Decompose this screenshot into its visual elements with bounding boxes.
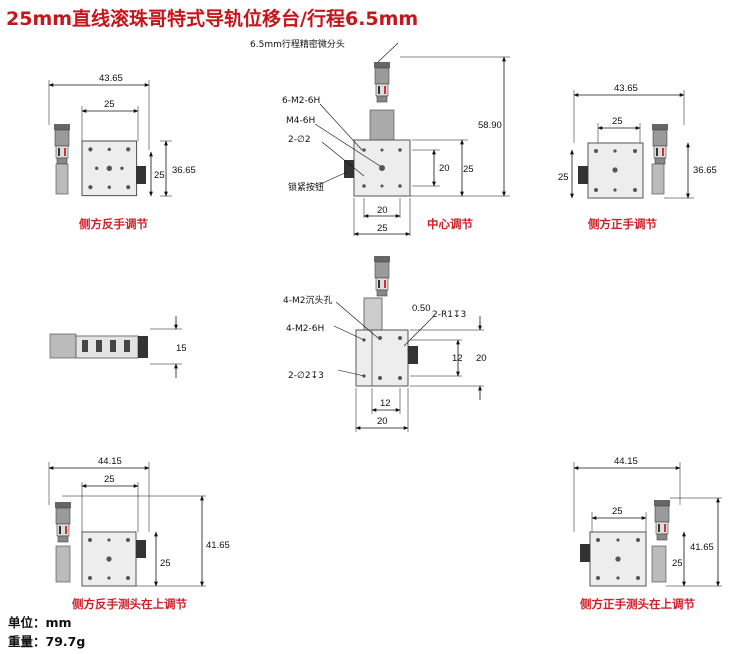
view-top-right: 43.65 25 25 36.65 侧方正手调节 [558, 83, 717, 231]
dim-br-inner: 25 [612, 506, 623, 517]
caption-br: 侧方正手测头在上调节 [580, 597, 695, 611]
dim-side-height: 15 [176, 343, 187, 354]
callout-r1: 2-R1↧3 [432, 310, 466, 320]
callout-phi2-top: 2-∅2 [288, 135, 311, 145]
callout-m2-counterbore: 4-M2沉头孔 [283, 295, 332, 306]
dim-br-height: 41.65 [690, 542, 714, 553]
caption-tr: 侧方正手调节 [588, 217, 657, 231]
dim-tr-height2: 25 [558, 172, 569, 183]
page-title: 25mm直线滚珠哥特式导轨位移台/行程6.5mm [6, 8, 419, 30]
dim-tr-inner: 25 [612, 116, 623, 127]
view-middle: 4-M2沉头孔 4-M2-6H 2-∅2↧3 2-R1↧3 0.50 12 20… [283, 255, 487, 432]
callout-micrometer: 6.5mm行程精密微分头 [250, 38, 345, 50]
dim-mid-12: 12 [452, 353, 463, 364]
callout-lock-knob: 锁紧按钮 [288, 181, 324, 193]
dim-mid-w12: 12 [380, 398, 391, 409]
dim-bl-inner: 25 [104, 474, 115, 485]
dim-tl-height2: 25 [154, 170, 165, 181]
unit-label: 单位：mm [8, 615, 72, 630]
view-top-left: 43.65 25 36.65 25 侧方反手调节 [48, 73, 196, 231]
dim-bl-width: 44.15 [98, 456, 122, 467]
dim-tc-w25: 25 [377, 223, 388, 234]
dim-bl-height2: 25 [160, 558, 171, 569]
caption-bl: 侧方反手测头在上调节 [72, 597, 187, 611]
caption-tl: 侧方反手调节 [79, 217, 148, 231]
view-top-center: 6.5mm行程精密微分头 6-M2-6H M4-6H 2-∅2 锁紧按钮 58.… [250, 38, 510, 236]
dim-tl-inner: 25 [104, 99, 115, 110]
dim-mid-w20: 20 [377, 416, 388, 427]
dim-tr-height: 36.65 [693, 165, 717, 176]
dim-bl-height: 41.65 [206, 540, 230, 551]
caption-tc: 中心调节 [427, 217, 473, 231]
weight-label: 重量：79.7g [8, 634, 86, 649]
callout-m2-6h-mid: 4-M2-6H [286, 324, 324, 334]
view-bottom-right: 44.15 25 41.65 25 侧方正手测头在上调节 [573, 456, 722, 611]
dim-br-height2: 25 [672, 558, 683, 569]
callout-m2-6h-top: 6-M2-6H [282, 96, 320, 106]
dim-tc-25: 25 [463, 164, 474, 175]
dim-tc-height: 58.90 [478, 120, 502, 131]
dim-br-width: 44.15 [614, 456, 638, 467]
view-bottom-left: 44.15 25 41.65 25 侧方反手测头在上调节 [48, 456, 230, 611]
callout-m4-6h: M4-6H [286, 116, 315, 126]
dim-tl-width: 43.65 [99, 73, 123, 84]
callout-phi2-mid: 2-∅2↧3 [288, 371, 324, 381]
dim-tl-height: 36.65 [172, 165, 196, 176]
dim-tc-20: 20 [439, 163, 450, 174]
dim-tr-width: 43.65 [614, 83, 638, 94]
view-side: 15 [49, 316, 187, 378]
dim-tc-w20: 20 [377, 205, 388, 216]
dim-gap: 0.50 [412, 303, 431, 314]
dim-mid-20: 20 [476, 353, 487, 364]
